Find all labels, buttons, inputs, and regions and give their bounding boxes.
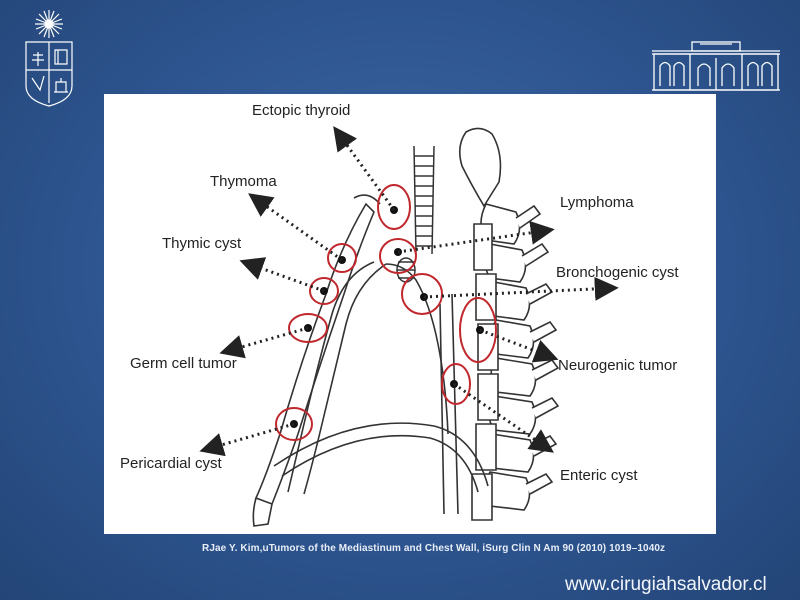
highlight-bronchogenic-cyst [401, 273, 443, 315]
label-pericardial-cyst: Pericardial cyst [120, 455, 222, 472]
spine [458, 127, 560, 521]
sternum [252, 194, 381, 527]
mediastinum-diagram-panel: Ectopic thyroid Thymoma Thymic cyst Germ… [104, 94, 716, 534]
highlight-neurogenic-tumor [459, 297, 497, 363]
label-germ-cell-tumor: Germ cell tumor [130, 355, 237, 372]
arrow-thymic-cyst [239, 257, 325, 293]
highlight-enteric-cyst [441, 363, 471, 405]
arrow-ectopic-thyroid [333, 126, 396, 211]
highlight-lymphoma [379, 238, 417, 274]
arrow-pericardial-cyst [199, 422, 295, 457]
heart-outline [287, 261, 459, 515]
label-bronchogenic-cyst: Bronchogenic cyst [556, 264, 679, 281]
diaphragm [273, 422, 489, 493]
arrow-enteric-cyst [453, 382, 554, 453]
label-thymoma: Thymoma [210, 173, 277, 190]
arrow-thymoma [248, 193, 343, 262]
label-neurogenic-tumor: Neurogenic tumor [558, 357, 678, 374]
website-url: www.cirugiahsalvador.cl [565, 574, 767, 595]
university-crest-icon [25, 10, 73, 107]
highlight-germ-cell-tumor [288, 313, 328, 343]
mediastinum-illustration [199, 126, 619, 527]
lesion-highlights [275, 184, 497, 441]
citation-text: RJae Y. Kim,uTumors of the Mediastinum a… [202, 543, 666, 554]
highlight-pericardial-cyst [275, 407, 313, 441]
leader-arrows [199, 126, 619, 457]
highlight-ectopic-thyroid [377, 184, 411, 230]
label-thymic-cyst: Thymic cyst [162, 235, 242, 252]
arrow-lymphoma [397, 220, 555, 254]
hospital-building-icon [652, 41, 780, 91]
trachea [413, 145, 435, 255]
label-ectopic-thyroid: Ectopic thyroid [252, 102, 351, 119]
arrow-neurogenic-tumor [479, 328, 559, 363]
label-enteric-cyst: Enteric cyst [560, 467, 638, 484]
highlight-thymic-cyst [309, 277, 339, 305]
arrow-bronchogenic-cyst [423, 276, 619, 301]
arrow-germ-cell-tumor [219, 326, 309, 359]
label-lymphoma: Lymphoma [560, 194, 634, 211]
highlight-thymoma [327, 243, 357, 273]
